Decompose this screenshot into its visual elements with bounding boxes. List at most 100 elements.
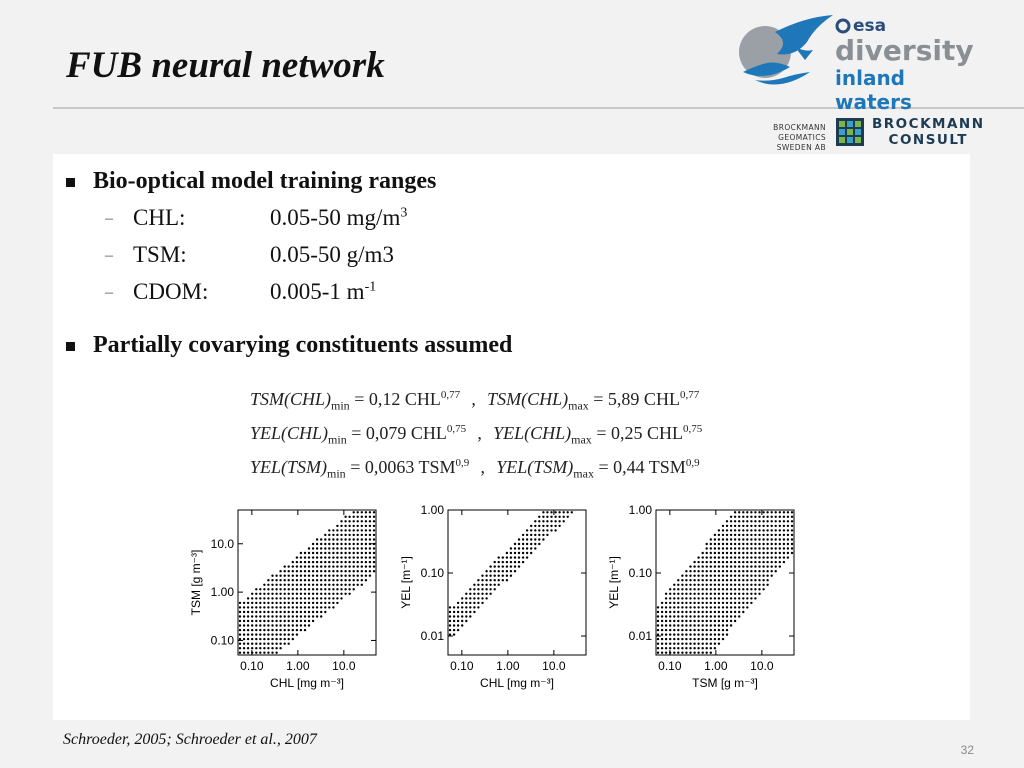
dash-icon: – xyxy=(105,284,113,301)
scatter-point xyxy=(352,515,355,518)
scatter-point xyxy=(513,556,517,559)
scatter-point xyxy=(664,628,668,632)
scatter-point xyxy=(554,529,557,532)
scatter-point xyxy=(721,637,725,641)
scatter-point xyxy=(766,574,769,577)
scatter-point xyxy=(461,619,464,623)
scatter-point xyxy=(348,556,351,559)
scatter-point xyxy=(705,642,708,645)
scatter-point xyxy=(705,565,708,568)
scatter-points xyxy=(448,511,573,636)
y-tick-label: 10.0 xyxy=(211,537,235,551)
scatter-point xyxy=(782,560,786,564)
scatter-point xyxy=(456,615,460,618)
scatter-point xyxy=(677,588,680,591)
scatter-point xyxy=(693,624,696,627)
scatter-point xyxy=(356,570,359,573)
scatter-point xyxy=(717,637,721,641)
scatter-point xyxy=(501,560,504,564)
scatter-point xyxy=(320,588,323,591)
scatter-point xyxy=(259,592,262,595)
scatter-point xyxy=(721,606,725,609)
scatter-point xyxy=(287,642,290,645)
scatter-point xyxy=(782,542,786,546)
scatter-point xyxy=(693,615,696,618)
scatter-point xyxy=(701,633,704,636)
scatter-point xyxy=(497,556,500,559)
scatter-point xyxy=(509,574,513,577)
scatter-point xyxy=(267,647,270,650)
scatter-point xyxy=(525,551,529,555)
scatter-point xyxy=(340,556,343,559)
scatter-point xyxy=(697,647,700,650)
scatter-point xyxy=(733,556,737,559)
scatter-point xyxy=(303,570,307,573)
scatter-point xyxy=(558,520,561,523)
scatter-point xyxy=(461,610,464,614)
scatter-point xyxy=(271,647,274,650)
scatter-point xyxy=(299,628,303,632)
scatter-point xyxy=(725,542,729,546)
scatter-point xyxy=(448,624,452,627)
scatter-point xyxy=(299,610,303,614)
scatter-point xyxy=(738,520,741,523)
scatter-point xyxy=(770,565,773,568)
scatter-point xyxy=(368,515,372,518)
scatter-point xyxy=(738,574,741,577)
scatter-point xyxy=(336,551,339,555)
scatter-point xyxy=(550,524,553,528)
scatter-point xyxy=(295,570,299,573)
scatter-point xyxy=(733,592,737,595)
scatter-point xyxy=(259,601,262,605)
scatter-point xyxy=(263,633,266,636)
scatter-point xyxy=(742,560,745,564)
scatter-point xyxy=(303,619,307,623)
scatter-point xyxy=(267,597,270,600)
scatter-point xyxy=(275,588,278,591)
scatter-point xyxy=(705,628,708,632)
scatter-point xyxy=(697,610,700,614)
scatter-point xyxy=(291,579,294,582)
scatter-point xyxy=(689,628,692,632)
scatter-point xyxy=(324,560,327,564)
scatter-point xyxy=(364,511,368,514)
scatter-point xyxy=(725,538,729,541)
scatter-point xyxy=(501,579,504,582)
scatter-point xyxy=(762,520,765,523)
scatter-point xyxy=(705,624,708,627)
scatter-point xyxy=(340,579,343,582)
scatter-point xyxy=(725,610,729,614)
scatter-point xyxy=(283,579,286,582)
equation-tsm-chl: TSM(CHL)min = 0,12 CHL0,77 , TSM(CHL)max… xyxy=(250,389,700,413)
scatter-point xyxy=(473,606,476,609)
scatter-point xyxy=(754,597,757,600)
scatter-point xyxy=(263,592,266,595)
scatter-point xyxy=(705,570,708,573)
y-axis-label: YEL [m⁻¹] xyxy=(607,556,621,609)
scatter-point xyxy=(364,542,368,546)
scatter-point xyxy=(336,597,339,600)
scatter-point xyxy=(238,606,242,609)
scatter-point xyxy=(295,579,299,582)
scatter-point xyxy=(534,524,537,528)
bullet-square-icon xyxy=(66,342,75,351)
range-value: 0.05-50 mg/m3 xyxy=(270,205,408,230)
scatter-point xyxy=(754,551,757,555)
scatter-point xyxy=(681,574,684,577)
scatter-point xyxy=(295,624,299,627)
scatter-point xyxy=(344,574,347,577)
scatter-point xyxy=(295,601,299,605)
brockmann-geomatics-line1: Brockmann Geomatics xyxy=(773,123,826,142)
scatter-point xyxy=(493,574,496,577)
scatter-point xyxy=(481,583,484,586)
scatter-point xyxy=(315,574,319,577)
scatter-point xyxy=(364,538,368,541)
scatter-point xyxy=(267,633,270,636)
scatter-point xyxy=(493,565,496,568)
scatter-point xyxy=(332,551,335,555)
scatter-point xyxy=(299,588,303,591)
scatter-point xyxy=(705,547,708,550)
scatter-point xyxy=(279,574,282,577)
scatter-point xyxy=(291,628,294,632)
